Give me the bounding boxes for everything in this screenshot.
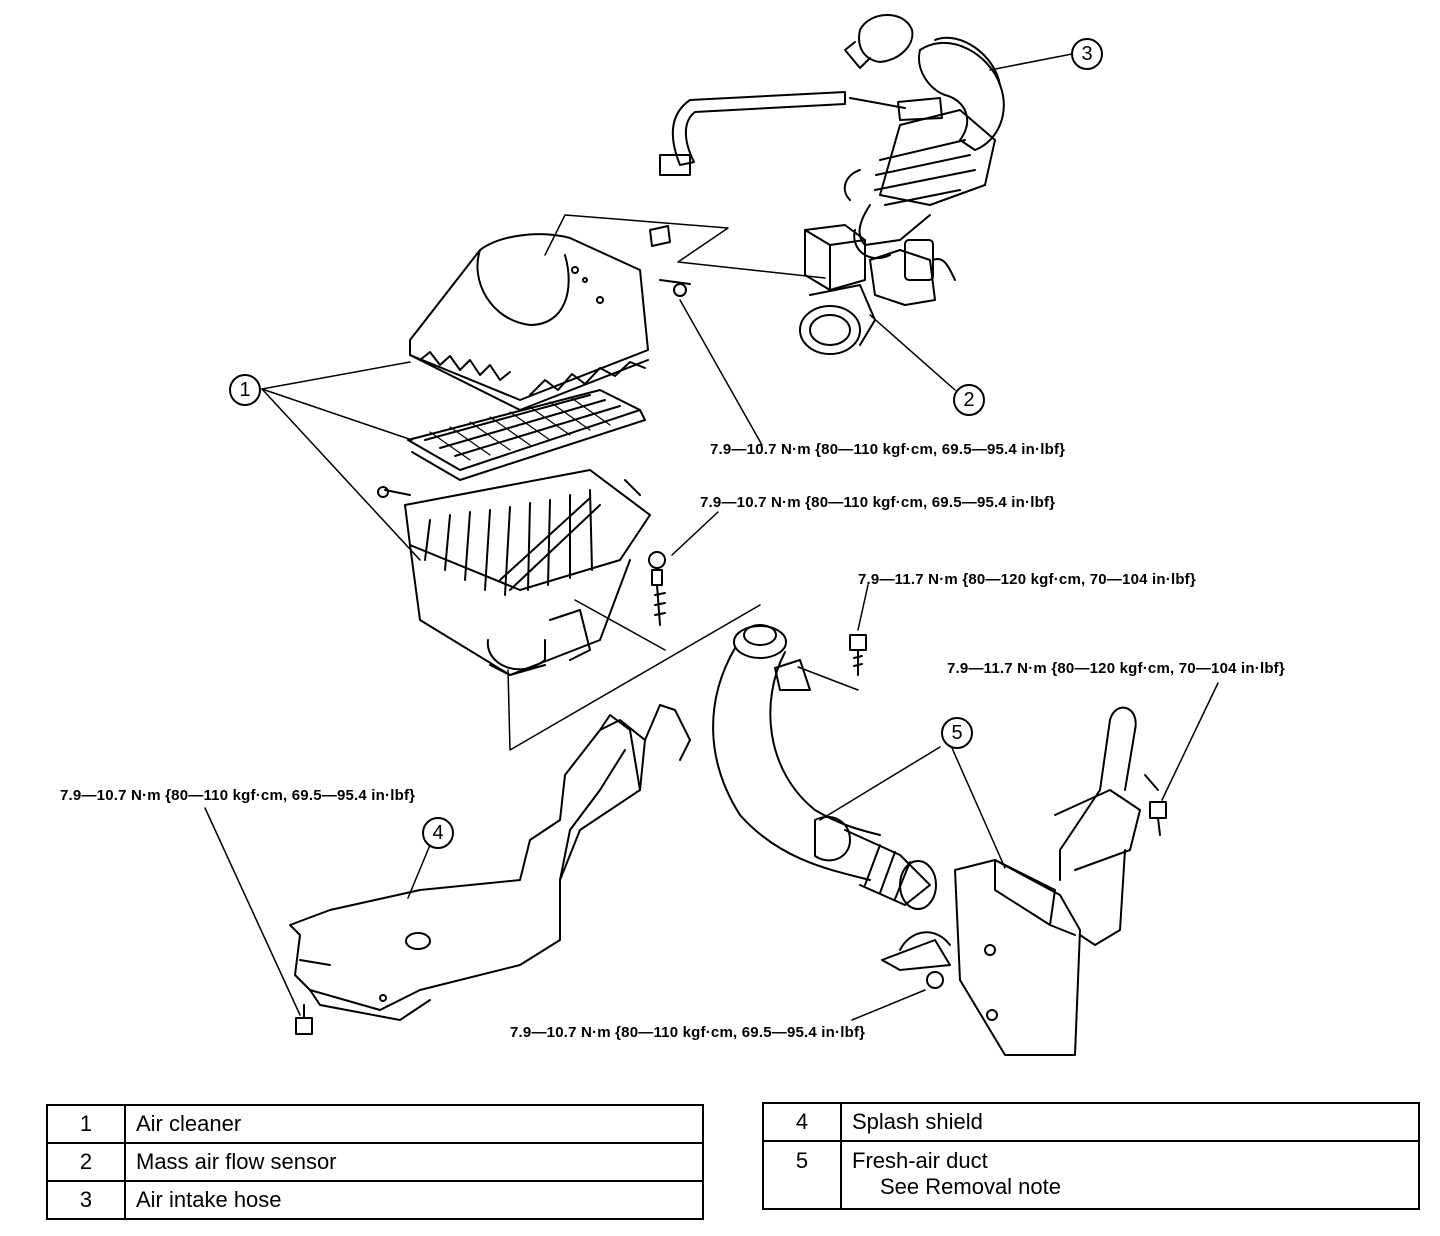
air-cleaner-case	[377, 469, 651, 676]
callout-5: 5	[941, 717, 973, 749]
duct-bolt-right	[1144, 774, 1167, 836]
breather-hose	[659, 91, 943, 176]
legend-number: 2	[46, 1142, 126, 1182]
callout-4: 4	[422, 817, 454, 849]
legend-row: 1 Air cleaner	[46, 1104, 704, 1144]
legend-table-left: 1 Air cleaner 2 Mass air flow sensor 3 A…	[46, 1104, 704, 1220]
legend-label: Air cleaner	[124, 1104, 704, 1144]
legend-table-right: 4 Splash shield 5 Fresh-air duct See Rem…	[762, 1102, 1420, 1210]
duct-bolt-upper	[849, 634, 867, 676]
legend-label: Mass air flow sensor	[124, 1142, 704, 1182]
exploded-view-diagram	[204, 14, 1219, 1056]
legend-number: 1	[46, 1104, 126, 1144]
legend-row: 4 Splash shield	[762, 1102, 1420, 1142]
callout-1: 1	[229, 374, 261, 406]
legend-label: Air intake hose	[124, 1180, 704, 1220]
callout-3: 3	[1071, 38, 1103, 70]
leader-lines	[204, 53, 1219, 1021]
legend-label: Fresh-air duct	[852, 1148, 988, 1173]
mass-air-flow-sensor	[799, 224, 956, 355]
legend-row: 2 Mass air flow sensor	[46, 1142, 704, 1182]
assembly-guide-lines	[507, 214, 859, 751]
splash-shield-bolt	[295, 1004, 313, 1035]
legend-number: 4	[762, 1102, 842, 1142]
air-cleaner-element	[407, 389, 646, 481]
legend-row: 3 Air intake hose	[46, 1180, 704, 1220]
legend-number: 3	[46, 1180, 126, 1220]
air-intake-hose	[843, 14, 1005, 260]
callout-2: 2	[953, 384, 985, 416]
torque-spec-duct-nut: 7.9—10.7 N·m {80—110 kgf·cm, 69.5—95.4 i…	[510, 1024, 866, 1041]
torque-spec-mount-screw: 7.9—10.7 N·m {80—110 kgf·cm, 69.5—95.4 i…	[710, 441, 1066, 458]
torque-spec-duct-bolt-right: 7.9—11.7 N·m {80—120 kgf·cm, 70—104 in·l…	[947, 660, 1285, 677]
legend-number: 5	[762, 1140, 842, 1210]
torque-spec-duct-bolt-upper: 7.9—11.7 N·m {80—120 kgf·cm, 70—104 in·l…	[858, 571, 1196, 588]
legend-label-group: Fresh-air duct See Removal note	[840, 1140, 1420, 1210]
air-cleaner-bolt	[648, 551, 666, 626]
legend-row: 5 Fresh-air duct See Removal note	[762, 1140, 1420, 1210]
torque-spec-cleaner-bolt: 7.9—10.7 N·m {80—110 kgf·cm, 69.5—95.4 i…	[700, 494, 1056, 511]
legend-note: See Removal note	[880, 1174, 1061, 1199]
fresh-air-duct	[712, 624, 1141, 1056]
splash-shield	[289, 704, 691, 1021]
torque-spec-shield-bolt: 7.9—10.7 N·m {80—110 kgf·cm, 69.5—95.4 i…	[60, 787, 416, 804]
air-cleaner-cover	[409, 225, 691, 411]
legend-label: Splash shield	[840, 1102, 1420, 1142]
